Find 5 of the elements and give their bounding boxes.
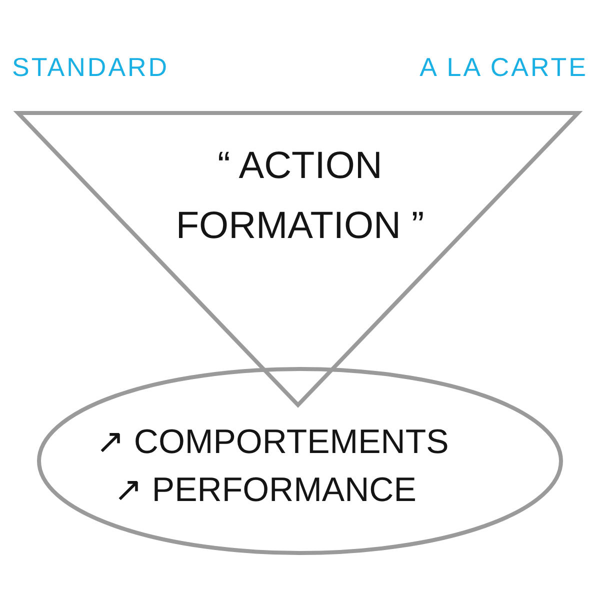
triangle-label: “ ACTION FORMATION ” — [174, 144, 426, 249]
column-label: A LA CARTE — [420, 53, 588, 82]
outcome-label: ↗ PERFORMANCE — [114, 472, 416, 510]
outcome-label: ↗ COMPORTEMENTS — [96, 424, 449, 462]
column-label: STANDARD — [12, 53, 170, 82]
